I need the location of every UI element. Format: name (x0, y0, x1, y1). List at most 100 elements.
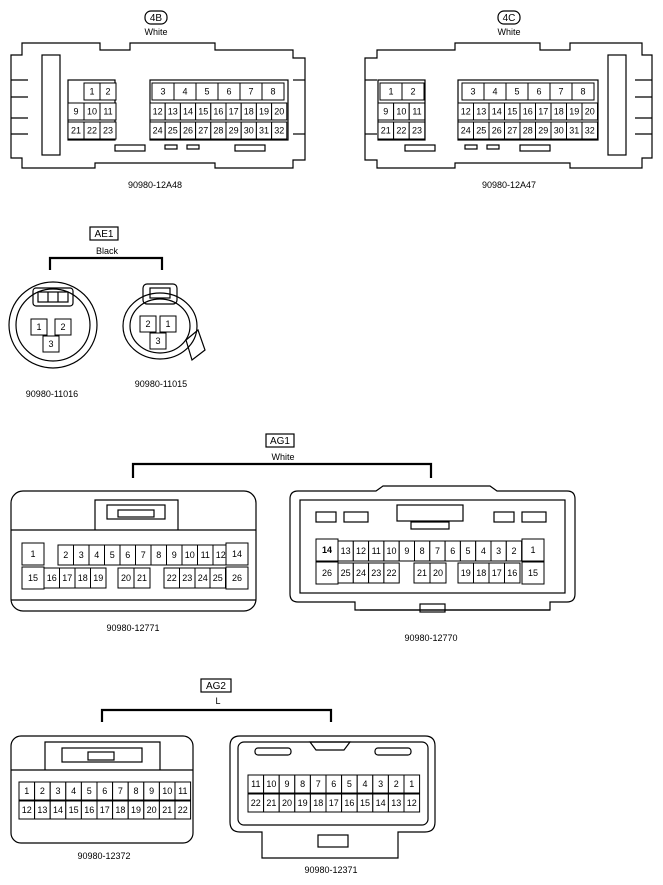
pin-label: 11 (201, 550, 210, 560)
pin-label: 5 (347, 779, 352, 789)
pin-label: 17 (229, 107, 239, 117)
pin-label: 10 (387, 546, 397, 556)
pin-label: 23 (103, 126, 113, 136)
connector-ag2-left-part-number: 90980-12372 (77, 851, 130, 861)
pin-label: 27 (507, 126, 517, 136)
pin-label: 13 (341, 546, 351, 556)
pin-label: 12 (356, 546, 366, 556)
pin-label: 1 (165, 319, 170, 329)
pin-label: 7 (558, 87, 563, 97)
pin-label: 11 (178, 786, 187, 796)
pin-label: 19 (259, 107, 269, 117)
connector-ag1-left-pin-block: 1234567891011121314151617181920212223242… (21, 542, 249, 590)
pin-label: 18 (78, 573, 88, 583)
pin-cell (30, 318, 48, 336)
pin-label: 30 (554, 126, 564, 136)
connector-4c-header: 4C White (497, 10, 521, 37)
pin-label: 14 (322, 545, 332, 555)
pin-cell (408, 102, 426, 121)
pin-label: 6 (331, 779, 336, 789)
pin-cell (429, 562, 447, 584)
pin-label: 17 (100, 805, 110, 815)
connector-ae1-header: AE1 Black (48, 226, 164, 270)
pin-label: 14 (492, 107, 502, 117)
pin-label: 1 (24, 786, 29, 796)
pin-label: 21 (381, 126, 391, 136)
pin-label: 7 (248, 87, 253, 97)
pin-label: 12 (216, 550, 226, 560)
pin-label: 5 (87, 786, 92, 796)
pin-cell (261, 82, 285, 101)
pin-cell (159, 315, 177, 333)
pin-label: 7 (435, 546, 440, 556)
pin-cell (21, 542, 45, 566)
pin-label: 13 (37, 805, 47, 815)
pin-label: 32 (274, 126, 284, 136)
pin-cell (174, 781, 192, 801)
pin-label: 15 (28, 573, 38, 583)
pin-label: 4 (492, 87, 497, 97)
pin-label: 17 (492, 568, 502, 578)
pin-label: 8 (580, 87, 585, 97)
pin-label: 1 (30, 549, 35, 559)
pin-label: 3 (55, 786, 60, 796)
pin-label: 4 (71, 786, 76, 796)
pin-label: 5 (466, 546, 471, 556)
pin-cell (54, 318, 72, 336)
pin-label: 15 (360, 798, 370, 808)
pin-cell (133, 567, 151, 589)
pin-label: 3 (79, 550, 84, 560)
pin-label: 26 (492, 126, 502, 136)
pin-label: 9 (383, 107, 388, 117)
pin-cell (225, 542, 249, 566)
pin-label: 10 (185, 550, 195, 560)
pin-label: 14 (232, 549, 242, 559)
pin-label: 5 (204, 87, 209, 97)
pin-label: 16 (47, 573, 57, 583)
connector-4c-part-number: 90980-12A47 (482, 180, 536, 190)
pin-label: 19 (461, 568, 471, 578)
pin-label: 24 (356, 568, 366, 578)
pin-label: 6 (125, 550, 130, 560)
pin-label: 6 (226, 87, 231, 97)
pin-cell (90, 567, 107, 589)
pin-label: 8 (156, 550, 161, 560)
pin-cell (521, 561, 545, 585)
pin-label: 11 (103, 107, 112, 117)
connector-ag1-left (10, 490, 257, 612)
pin-label: 3 (470, 87, 475, 97)
pin-label: 30 (244, 126, 254, 136)
pin-label: 20 (121, 573, 131, 583)
pin-label: 1 (409, 779, 414, 789)
connector-ae1-badge: AE1 (95, 229, 114, 240)
pin-label: 11 (372, 546, 381, 556)
pin-cell (408, 121, 426, 140)
connector-ae1-left-part-number: 90980-11016 (26, 389, 78, 399)
pin-label: 31 (259, 126, 269, 136)
connector-ag2-header: AG2 L (100, 678, 333, 722)
connector-4c-badge: 4C (503, 13, 516, 24)
pin-label: 13 (391, 798, 401, 808)
pin-label: 17 (62, 573, 72, 583)
pin-label: 15 (69, 805, 79, 815)
pin-label: 19 (569, 107, 579, 117)
pin-label: 7 (118, 786, 123, 796)
pin-cell (99, 82, 117, 101)
pin-label: 3 (155, 336, 160, 346)
connector-ae1-left (8, 281, 98, 369)
pin-label: 15 (507, 107, 517, 117)
pin-label: 1 (388, 87, 393, 97)
pin-label: 25 (476, 126, 486, 136)
connector-ag1-right-part-number: 90980-12770 (404, 633, 457, 643)
pin-label: 20 (282, 798, 292, 808)
pin-label: 20 (433, 568, 443, 578)
connector-ag2-right (229, 735, 436, 859)
pin-label: 21 (137, 573, 147, 583)
pin-label: 6 (450, 546, 455, 556)
pin-label: 22 (167, 573, 177, 583)
pin-cell (149, 332, 167, 350)
pin-label: 23 (371, 568, 381, 578)
